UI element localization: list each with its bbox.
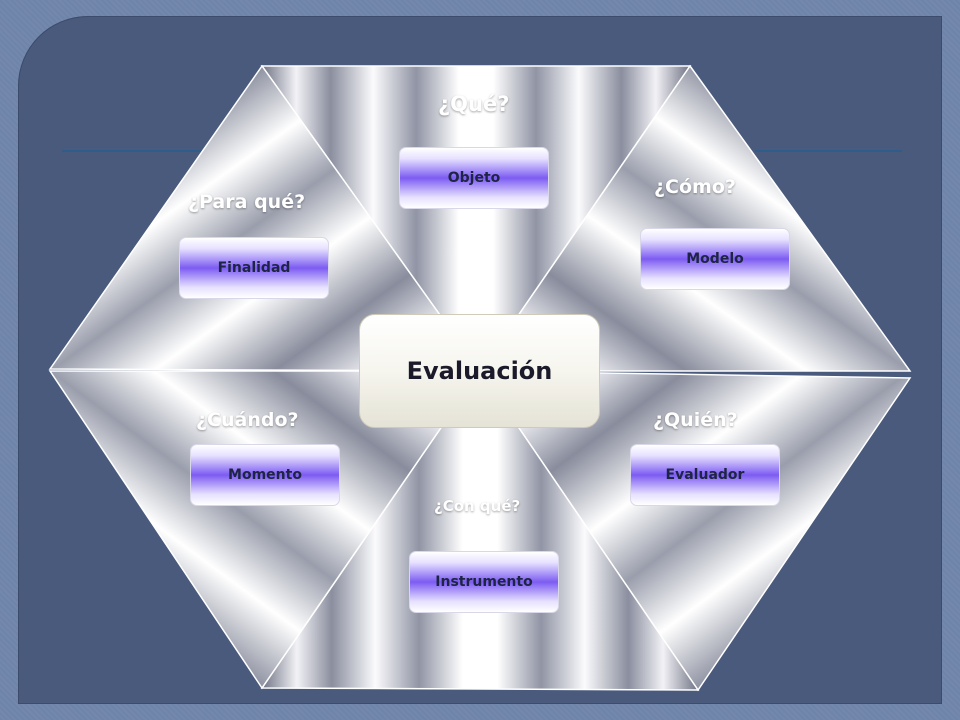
- label-modelo: Modelo: [640, 228, 790, 290]
- title-divider-left: [62, 150, 202, 152]
- label-finalidad: Finalidad: [179, 237, 329, 299]
- question-quien: ¿Quién?: [653, 409, 738, 431]
- question-paraque: ¿Para qué?: [188, 191, 306, 213]
- question-cuando: ¿Cuándo?: [196, 409, 299, 431]
- label-objeto: Objeto: [399, 147, 549, 209]
- center-evaluacion: Evaluación: [359, 314, 600, 428]
- label-evaluador: Evaluador: [630, 444, 780, 506]
- question-conque: ¿Con qué?: [434, 497, 521, 515]
- segment-cuando: [48, 370, 482, 690]
- label-instrumento: Instrumento: [409, 551, 559, 613]
- question-como: ¿Cómo?: [654, 176, 736, 198]
- label-momento: Momento: [190, 444, 340, 506]
- title-divider-right: [755, 150, 902, 152]
- segment-paraque: [48, 64, 482, 372]
- question-que: ¿Qué?: [438, 92, 510, 116]
- segment-como: [478, 64, 912, 372]
